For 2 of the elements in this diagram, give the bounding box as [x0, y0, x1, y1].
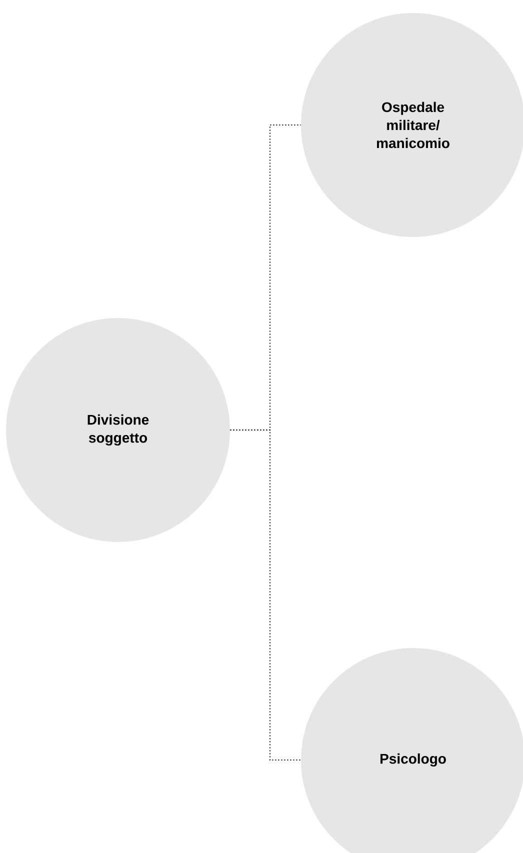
circle-node: Divisione soggetto: [6, 318, 230, 542]
connector-line: [230, 430, 302, 760]
